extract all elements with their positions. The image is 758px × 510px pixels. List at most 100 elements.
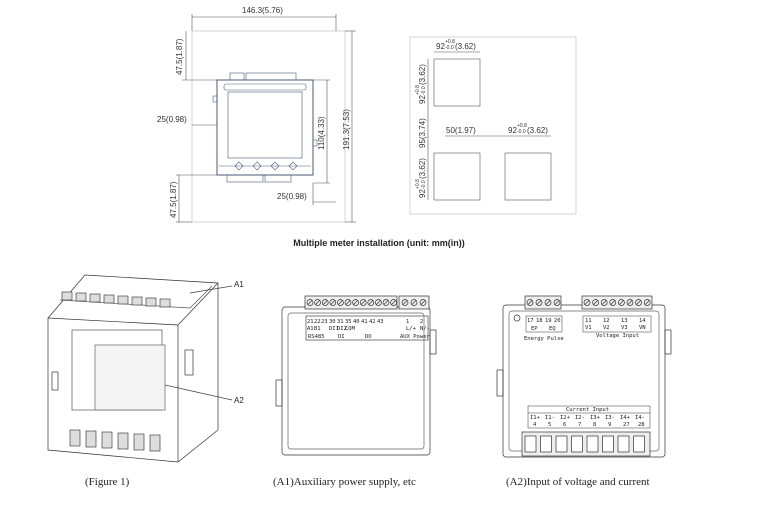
terminal-number: 43 bbox=[377, 319, 384, 325]
terminal-label: I3+ bbox=[590, 415, 601, 421]
terminal-label: COM bbox=[345, 326, 356, 332]
terminal-screw-icon bbox=[600, 299, 608, 306]
terminal-number: 28 bbox=[638, 422, 645, 428]
terminal-number: 41 bbox=[361, 319, 368, 325]
terminal-screw-icon bbox=[321, 299, 329, 306]
a2-caption: (A2)Input of voltage and current bbox=[506, 476, 650, 488]
terminal-label: I2- bbox=[575, 415, 585, 421]
svg-text:(3.62): (3.62) bbox=[527, 126, 548, 135]
terminal-group-label: RS485 bbox=[308, 334, 325, 340]
terminal-screw-icon bbox=[526, 299, 534, 306]
svg-text:(3.62): (3.62) bbox=[418, 64, 427, 85]
right-margin-dimension: 25(0.98) bbox=[277, 192, 307, 201]
terminal-number: 20 bbox=[554, 318, 561, 324]
terminal-label: A1 bbox=[307, 326, 314, 332]
terminal-screw-icon bbox=[635, 299, 642, 306]
terminal-screw-icon bbox=[419, 299, 427, 306]
terminal-label: I1+ bbox=[530, 415, 541, 421]
terminal-label: B1 bbox=[314, 326, 321, 332]
terminal-label: L/+ bbox=[406, 326, 417, 332]
left-margin-dimension: 25(0.98) bbox=[157, 115, 187, 124]
terminal-screw-icon bbox=[626, 299, 634, 306]
current-input-label: Current Input bbox=[566, 407, 609, 413]
terminal-label: EQ bbox=[549, 326, 556, 332]
terminal-number: 2 bbox=[420, 319, 423, 325]
device-height-dimension: 110(4.33) bbox=[317, 116, 326, 150]
terminal-number: 40 bbox=[353, 319, 360, 325]
terminal-label: VN bbox=[639, 325, 646, 331]
terminal-screw-icon bbox=[306, 299, 314, 306]
width-dimension: 146.3(5.76) bbox=[242, 6, 283, 15]
label-a1: A1 bbox=[234, 280, 244, 289]
terminal-label: I3- bbox=[605, 415, 615, 421]
terminal-label: V3 bbox=[621, 325, 628, 331]
terminal-number: 14 bbox=[639, 318, 646, 324]
cutout-bottom-left bbox=[433, 152, 481, 201]
current-terminal bbox=[540, 435, 552, 453]
terminal-label: I2+ bbox=[560, 415, 571, 421]
label-a2: A2 bbox=[234, 396, 244, 405]
svg-text:(3.62): (3.62) bbox=[455, 42, 476, 51]
horizontal-gap-dimension: 50(1.97) bbox=[446, 126, 476, 135]
current-terminal bbox=[633, 435, 645, 453]
terminal-number: 19 bbox=[545, 318, 552, 324]
terminal-screw-icon bbox=[367, 299, 375, 306]
current-terminal bbox=[571, 435, 583, 453]
a1-caption: (A1)Auxiliary power supply, etc bbox=[273, 476, 416, 488]
terminal-label: I4- bbox=[635, 415, 645, 421]
figure1-caption: (Figure 1) bbox=[85, 476, 130, 488]
meter-body bbox=[216, 79, 314, 176]
vertical-gap-dimension: 95(3.74) bbox=[418, 118, 427, 148]
terminal-number: 35 bbox=[345, 319, 352, 325]
terminal-screw-icon bbox=[329, 299, 337, 306]
single-meter-dimension-drawing bbox=[176, 14, 356, 223]
terminal-number: 4 bbox=[533, 422, 537, 428]
svg-text:+0.8: +0.8 bbox=[415, 85, 421, 95]
terminal-label: EP bbox=[531, 326, 538, 332]
terminal-screw-icon bbox=[390, 299, 397, 306]
meter-rear-perspective bbox=[47, 274, 233, 463]
terminal-number: 18 bbox=[536, 318, 543, 324]
cutout-dimension-left-bottom: 92 +0.8 -0.0 (3.62) bbox=[415, 158, 427, 198]
terminal-number: 13 bbox=[621, 318, 628, 324]
bottom-margin-dimension: 47.5(1.87) bbox=[169, 181, 178, 218]
svg-text:-0.0: -0.0 bbox=[421, 86, 427, 95]
terminal-screw-icon bbox=[592, 299, 599, 306]
terminal-group-label: DO bbox=[365, 334, 372, 340]
terminal-screw-icon bbox=[410, 299, 418, 306]
cutout-dimension-left-top: 92 +0.8 -0.0 (3.62) bbox=[415, 64, 427, 104]
terminal-screw-icon bbox=[535, 299, 543, 306]
terminal-number: 1 bbox=[406, 319, 409, 325]
terminal-screw-icon bbox=[583, 299, 591, 306]
terminal-label: I1- bbox=[545, 415, 555, 421]
terminal-number: 8 bbox=[593, 422, 596, 428]
terminal-label: DI2 bbox=[337, 326, 347, 332]
svg-text:-0.0: -0.0 bbox=[517, 129, 526, 135]
cutout-bottom-right bbox=[504, 152, 552, 201]
terminal-number: 11 bbox=[585, 318, 592, 324]
current-terminal bbox=[602, 435, 614, 453]
svg-text:92: 92 bbox=[418, 189, 427, 198]
panel-cutout-drawing bbox=[409, 36, 577, 215]
terminal-screw-icon bbox=[643, 299, 651, 306]
current-terminal bbox=[555, 435, 568, 453]
terminal-number: 5 bbox=[548, 422, 551, 428]
a1-rear-view bbox=[275, 295, 437, 456]
terminal-screw-icon bbox=[314, 299, 321, 306]
terminal-number: 7 bbox=[578, 422, 581, 428]
terminal-group-label: AUX Power bbox=[400, 334, 430, 340]
svg-text:+0.8: +0.8 bbox=[517, 123, 527, 129]
terminal-screw-icon bbox=[337, 299, 344, 306]
panel-outline bbox=[191, 30, 346, 223]
terminal-group-label: DI bbox=[338, 334, 345, 340]
terminal-screw-icon bbox=[359, 299, 367, 306]
cutout-top-left bbox=[433, 58, 481, 107]
terminal-screw-icon bbox=[553, 299, 561, 306]
svg-text:+0.8: +0.8 bbox=[445, 39, 455, 45]
terminal-label: V1 bbox=[585, 325, 592, 331]
terminal-screw-icon bbox=[609, 299, 617, 306]
terminal-number: 12 bbox=[603, 318, 610, 324]
